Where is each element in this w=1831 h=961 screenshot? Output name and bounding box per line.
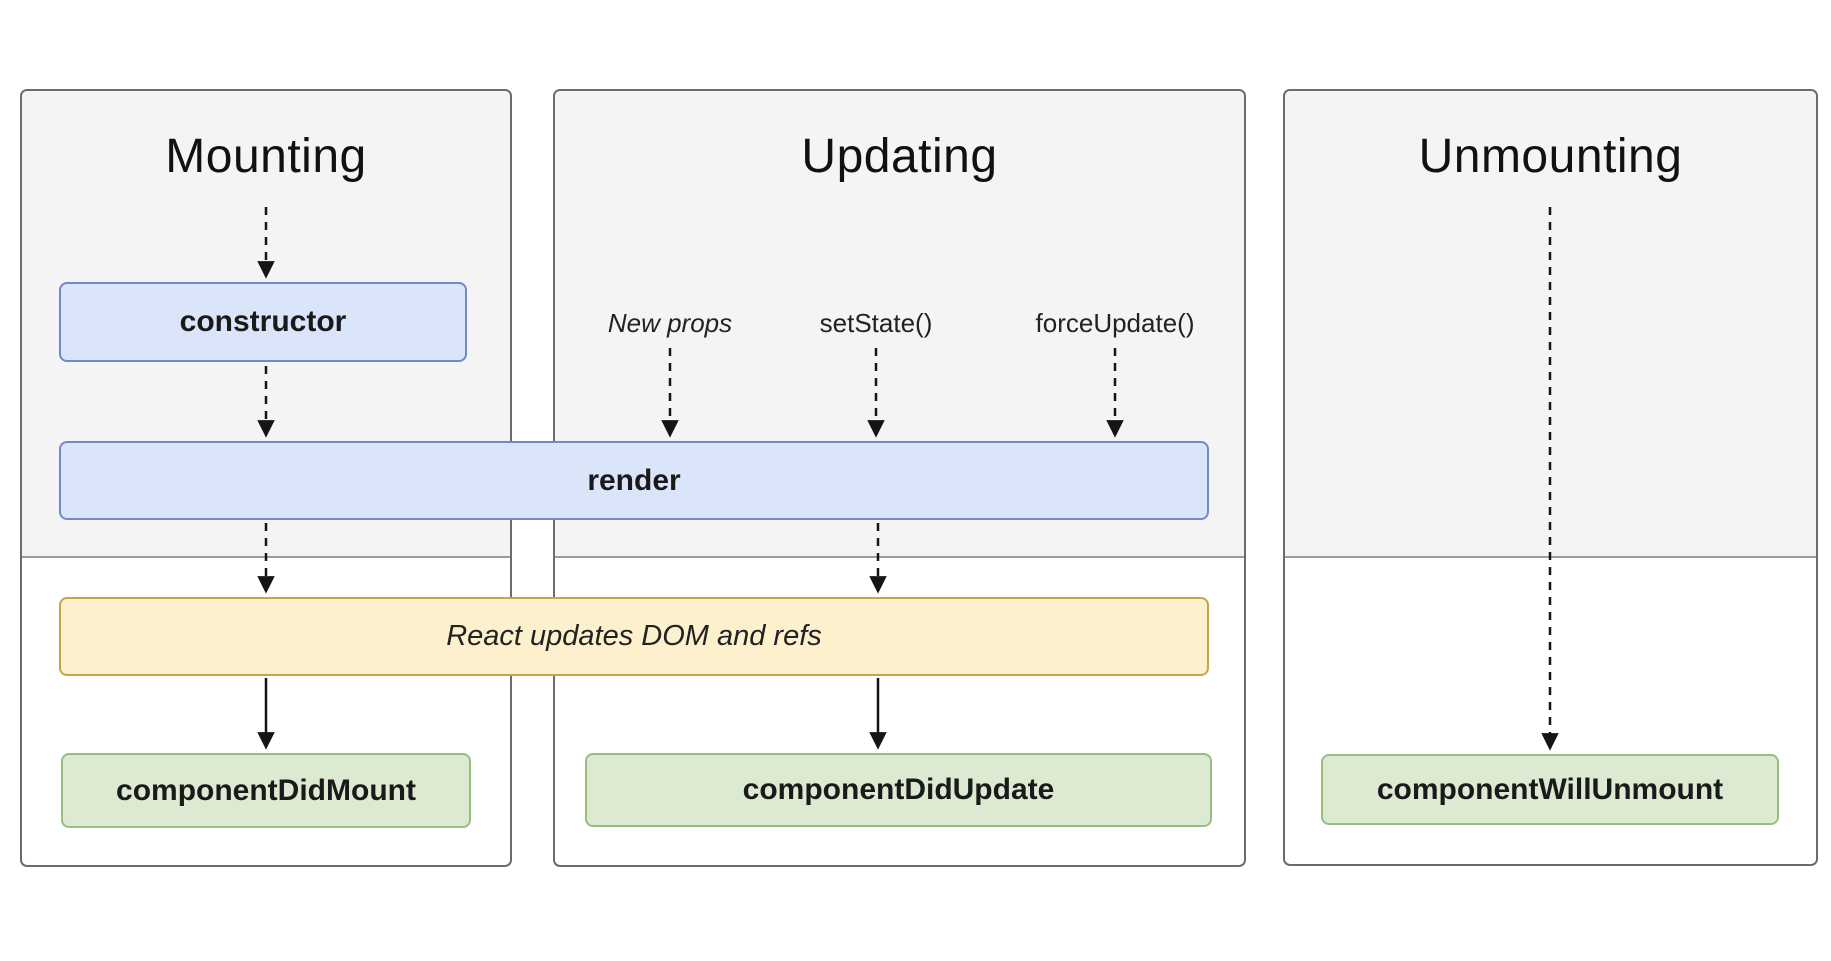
box-component-did-update[interactable]: componentDidUpdate: [585, 753, 1212, 827]
box-component-did-mount[interactable]: componentDidMount: [61, 753, 471, 828]
box-react-updates-dom-and-refs: React updates DOM and refs: [59, 597, 1209, 676]
panel-unmounting: Unmounting: [1283, 89, 1818, 866]
label-force-update[interactable]: forceUpdate(): [1035, 308, 1195, 338]
panel-title-mounting: Mounting: [165, 130, 367, 183]
box-render[interactable]: render: [59, 441, 1209, 520]
label-set-state[interactable]: setState(): [819, 308, 933, 338]
label-new-props: New props: [607, 308, 733, 338]
box-component-will-unmount[interactable]: componentWillUnmount: [1321, 754, 1779, 825]
panel-title-updating: Updating: [801, 130, 998, 183]
panel-title-unmounting: Unmounting: [1418, 130, 1683, 183]
box-constructor[interactable]: constructor: [59, 282, 467, 362]
